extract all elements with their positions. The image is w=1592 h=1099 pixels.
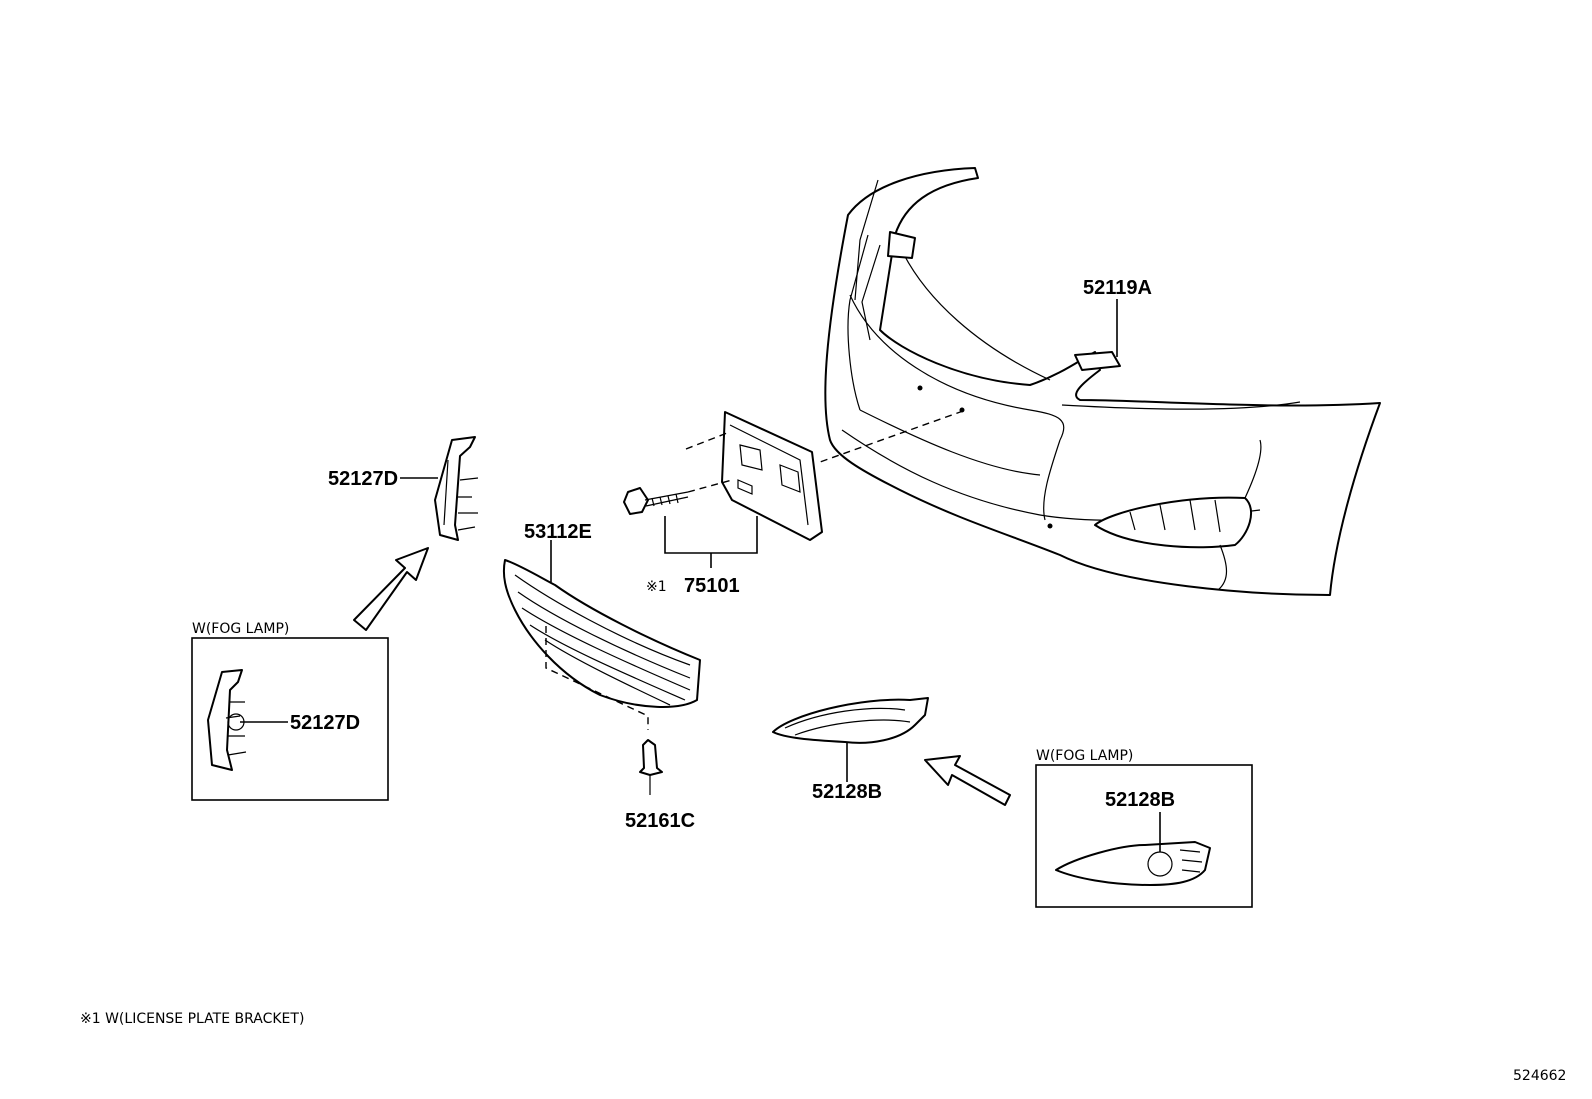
left-option-box [191, 637, 389, 801]
clip-drawing [639, 739, 663, 795]
label-52161C: 52161C [625, 810, 695, 832]
lower-grille-drawing [502, 559, 701, 708]
left-box-arrow [353, 547, 429, 631]
bracket-dashed-lines [685, 410, 964, 493]
right-fog-bezel-drawing [772, 697, 929, 744]
left-fog-bezel-drawing [434, 436, 479, 541]
license-bracket-drawing [721, 411, 823, 541]
label-75101: 75101 [684, 575, 740, 597]
right-option-box [1035, 764, 1253, 908]
left-box-caption: W(FOG LAMP) [192, 621, 289, 637]
bumper-cover-drawing [824, 167, 1381, 596]
left-box-bezel-drawing [207, 669, 247, 771]
label-53112E: 53112E [524, 521, 592, 543]
label-75101-marker: ※1 [646, 579, 667, 595]
right-box-bezel-drawing [1055, 841, 1211, 886]
label-52119A: 52119A [1083, 277, 1152, 299]
label-52127D-upper: 52127D [328, 468, 398, 490]
label-52128B: 52128B [812, 781, 882, 803]
label-52128B-box: 52128B [1105, 789, 1175, 811]
screw-drawing [623, 487, 689, 515]
footnote: ※1 W(LICENSE PLATE BRACKET) [80, 1011, 304, 1027]
right-box-caption: W(FOG LAMP) [1036, 748, 1133, 764]
label-52127D-box: 52127D [290, 712, 360, 734]
bracket-75101-leader [664, 516, 758, 554]
grille-dashed-lines [545, 626, 649, 730]
right-box-arrow [924, 755, 1011, 806]
diagram-id: 524662 [1513, 1068, 1566, 1084]
